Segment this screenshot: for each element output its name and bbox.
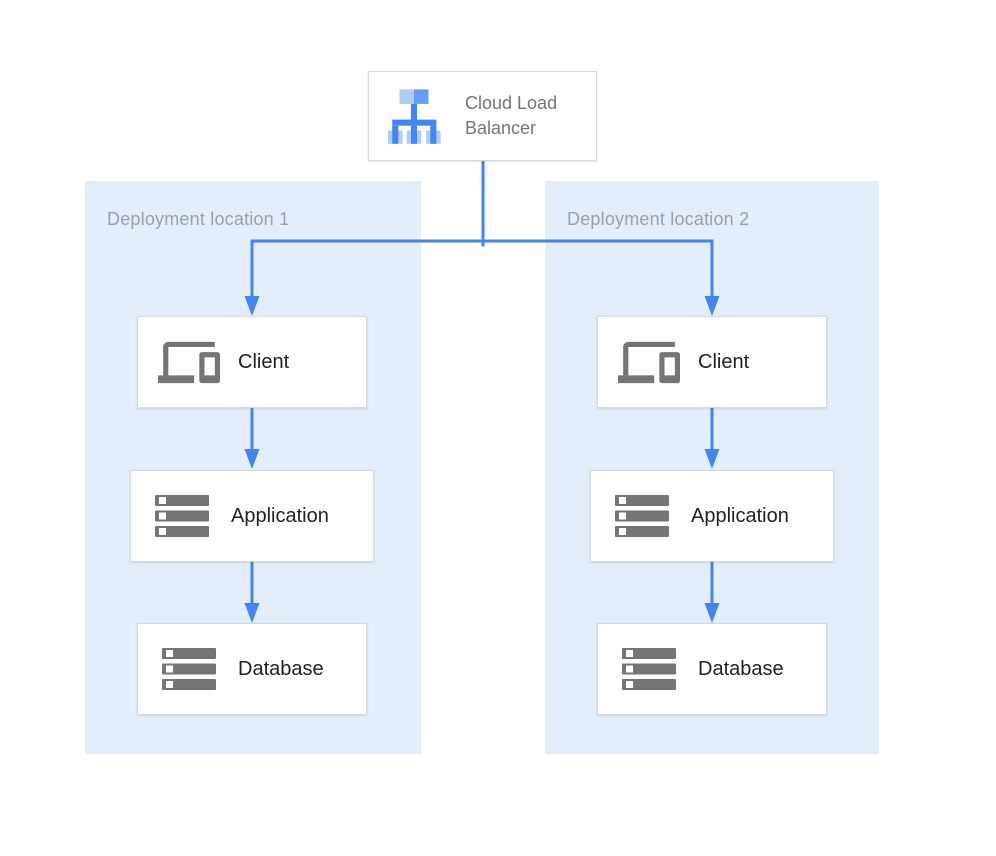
node-label: Database	[238, 657, 324, 680]
devices-icon	[618, 339, 680, 386]
server-stack-icon	[611, 495, 673, 537]
node-database-2: Database	[597, 623, 827, 715]
node-client-1: Client	[137, 316, 367, 408]
server-stack-icon	[151, 495, 213, 537]
server-stack-icon	[618, 648, 680, 690]
load-balancer-icon	[385, 87, 443, 145]
node-application-1: Application	[130, 470, 374, 562]
server-stack-icon	[158, 648, 220, 690]
node-label: Client	[238, 350, 290, 373]
node-cloud-load-balancer: Cloud Load Balancer	[368, 71, 597, 161]
node-label: Database	[698, 657, 784, 680]
node-label: Client	[698, 350, 750, 373]
node-application-2: Application	[590, 470, 834, 562]
region-label: Deployment location 2	[567, 209, 750, 229]
devices-icon	[158, 339, 220, 386]
node-label: Cloud Load Balancer	[465, 93, 558, 138]
node-label: Application	[231, 504, 329, 527]
region-label: Deployment location 1	[107, 209, 290, 229]
node-database-1: Database	[137, 623, 367, 715]
node-label: Application	[691, 504, 789, 527]
node-client-2: Client	[597, 316, 827, 408]
